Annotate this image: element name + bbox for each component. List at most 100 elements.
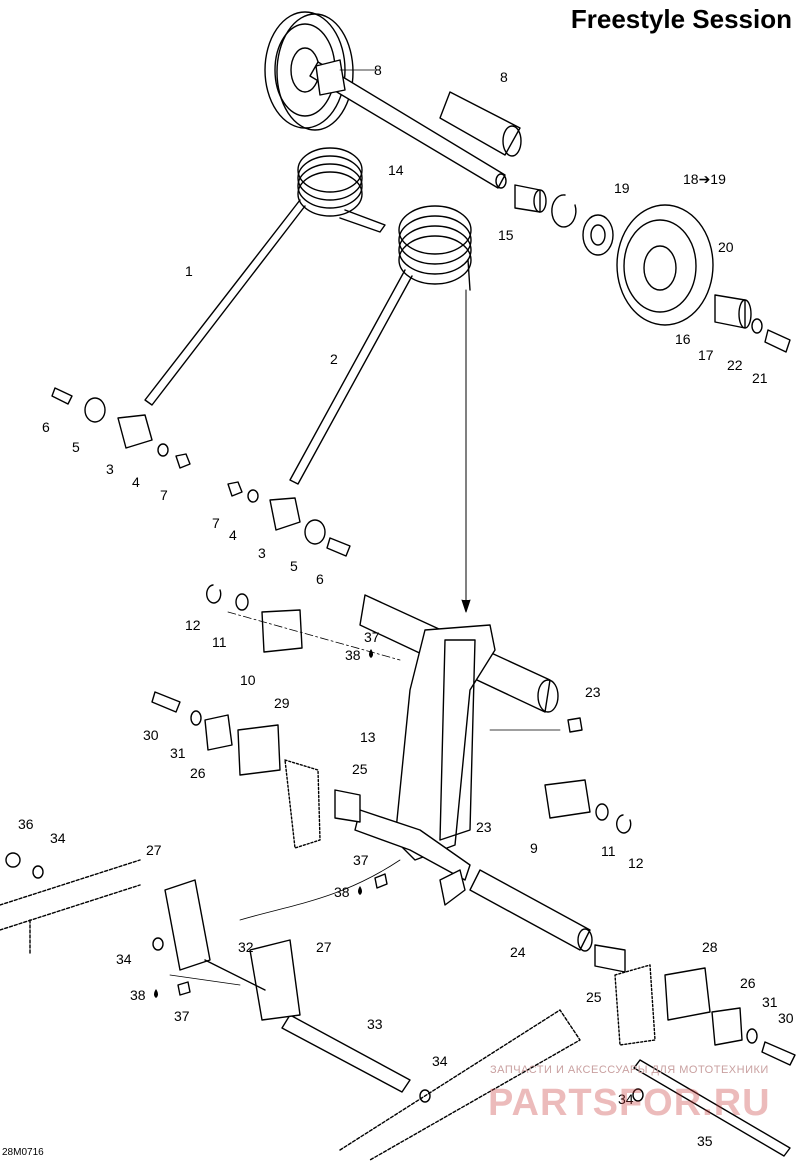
callout: 34: [50, 830, 66, 846]
droplet-icon: [358, 886, 362, 895]
callouts: 8 8 14 19 18➔19 20 15 16 17 22 21 1 2 6 …: [18, 62, 794, 1149]
callout: 4: [229, 527, 237, 543]
bushing-26: [204, 714, 233, 751]
nut-36: [5, 852, 21, 868]
callout: 25: [352, 761, 368, 777]
callout: 37: [364, 629, 380, 645]
washer-31: [190, 710, 202, 726]
callout: 10: [240, 672, 256, 688]
callout: 27: [316, 939, 332, 955]
callout: 31: [762, 994, 778, 1010]
bracket-dotted-right: [614, 964, 656, 1046]
washer-34b: [152, 937, 164, 951]
callout: 35: [697, 1133, 713, 1149]
callout: 27: [146, 842, 162, 858]
washer-22: [751, 318, 763, 334]
callout: 37: [174, 1008, 190, 1024]
callout: 20: [718, 239, 734, 255]
spring-2: [289, 205, 472, 485]
retainer-3b: [269, 497, 301, 531]
washer-34: [32, 865, 44, 879]
bracket-32: [164, 879, 301, 1021]
spacer-17: [714, 294, 752, 329]
callout: 38: [130, 987, 146, 1003]
callout: 3: [106, 461, 114, 477]
nut-7b: [227, 481, 243, 497]
idler-wheel-right: [616, 204, 714, 326]
bushing-25: [334, 789, 361, 823]
callout: 4: [132, 474, 140, 490]
bearing-19: [582, 214, 614, 256]
grease-droplet-icons: [154, 649, 373, 998]
washer-4: [157, 443, 169, 457]
callout: 34: [116, 951, 132, 967]
callout: 19: [614, 180, 630, 196]
block-9: [544, 779, 591, 819]
block-10: [261, 609, 303, 653]
spring-1: [144, 147, 386, 406]
diagram-code: 28M0716: [2, 1147, 44, 1158]
callout: 11: [212, 634, 227, 650]
callout: 33: [367, 1016, 383, 1032]
callout: 32: [238, 939, 254, 955]
grease-fitting-37b: [177, 981, 191, 996]
rail-right: [339, 1009, 581, 1161]
watermark-logo: PARTSFOR.RU: [488, 1082, 771, 1124]
callout: 26: [740, 975, 756, 991]
callout: 23: [585, 684, 601, 700]
bolt-6: [51, 387, 73, 405]
circlip-12b: [616, 814, 632, 834]
callout: 24: [510, 944, 526, 960]
callout: 11: [601, 843, 616, 859]
callout: 25: [586, 989, 602, 1005]
callout: 28: [702, 939, 718, 955]
callout: 29: [274, 695, 290, 711]
droplet-icon: [154, 989, 158, 998]
callout: 21: [752, 370, 768, 386]
block-29: [237, 724, 281, 776]
callout: 16: [675, 331, 691, 347]
callout: 7: [160, 487, 168, 503]
rail-left: [0, 859, 141, 956]
callout: 14: [388, 162, 404, 178]
callout: 6: [42, 419, 50, 435]
bolt-30b: [761, 1041, 796, 1066]
washer-4b: [247, 489, 259, 503]
callout: 31: [170, 745, 186, 761]
callout: 36: [18, 816, 34, 832]
bushing-5b: [304, 519, 326, 545]
bolt-30: [151, 691, 181, 713]
callout: 18➔19: [683, 171, 726, 187]
watermark-text: ЗАПЧАСТИ И АКСЕССУАРЫ ДЛЯ МОТОТЕХНИКИ: [490, 1064, 769, 1076]
washer-31b: [746, 1028, 758, 1044]
callout: 5: [290, 558, 298, 574]
callout: 30: [143, 727, 159, 743]
retainer-3: [117, 414, 153, 449]
shaft-35: [633, 1059, 791, 1157]
callout: 9: [530, 840, 538, 856]
washer-11: [235, 593, 249, 611]
axle-14: [309, 59, 507, 189]
block-28: [664, 967, 711, 1021]
callout: 2: [330, 351, 338, 367]
page-title: Freestyle Session: [570, 4, 792, 34]
callout: 3: [258, 545, 266, 561]
sleeve-8: [439, 91, 522, 157]
nut-7: [175, 453, 191, 469]
tube-24: [469, 869, 591, 951]
circlip-12: [206, 584, 222, 604]
callout: 7: [212, 515, 220, 531]
grease-fitting-37: [374, 873, 388, 889]
callout: 26: [190, 765, 206, 781]
callout: 12: [628, 855, 644, 871]
callout: 30: [778, 1010, 794, 1026]
callout: 22: [727, 357, 743, 373]
callout: 15: [498, 227, 514, 243]
callout: 8: [374, 62, 382, 78]
tube-33: [281, 1014, 411, 1093]
washer-34c: [419, 1089, 431, 1103]
bolt-21: [764, 329, 791, 353]
arm-13: [354, 594, 559, 906]
callout: 8: [500, 69, 508, 85]
